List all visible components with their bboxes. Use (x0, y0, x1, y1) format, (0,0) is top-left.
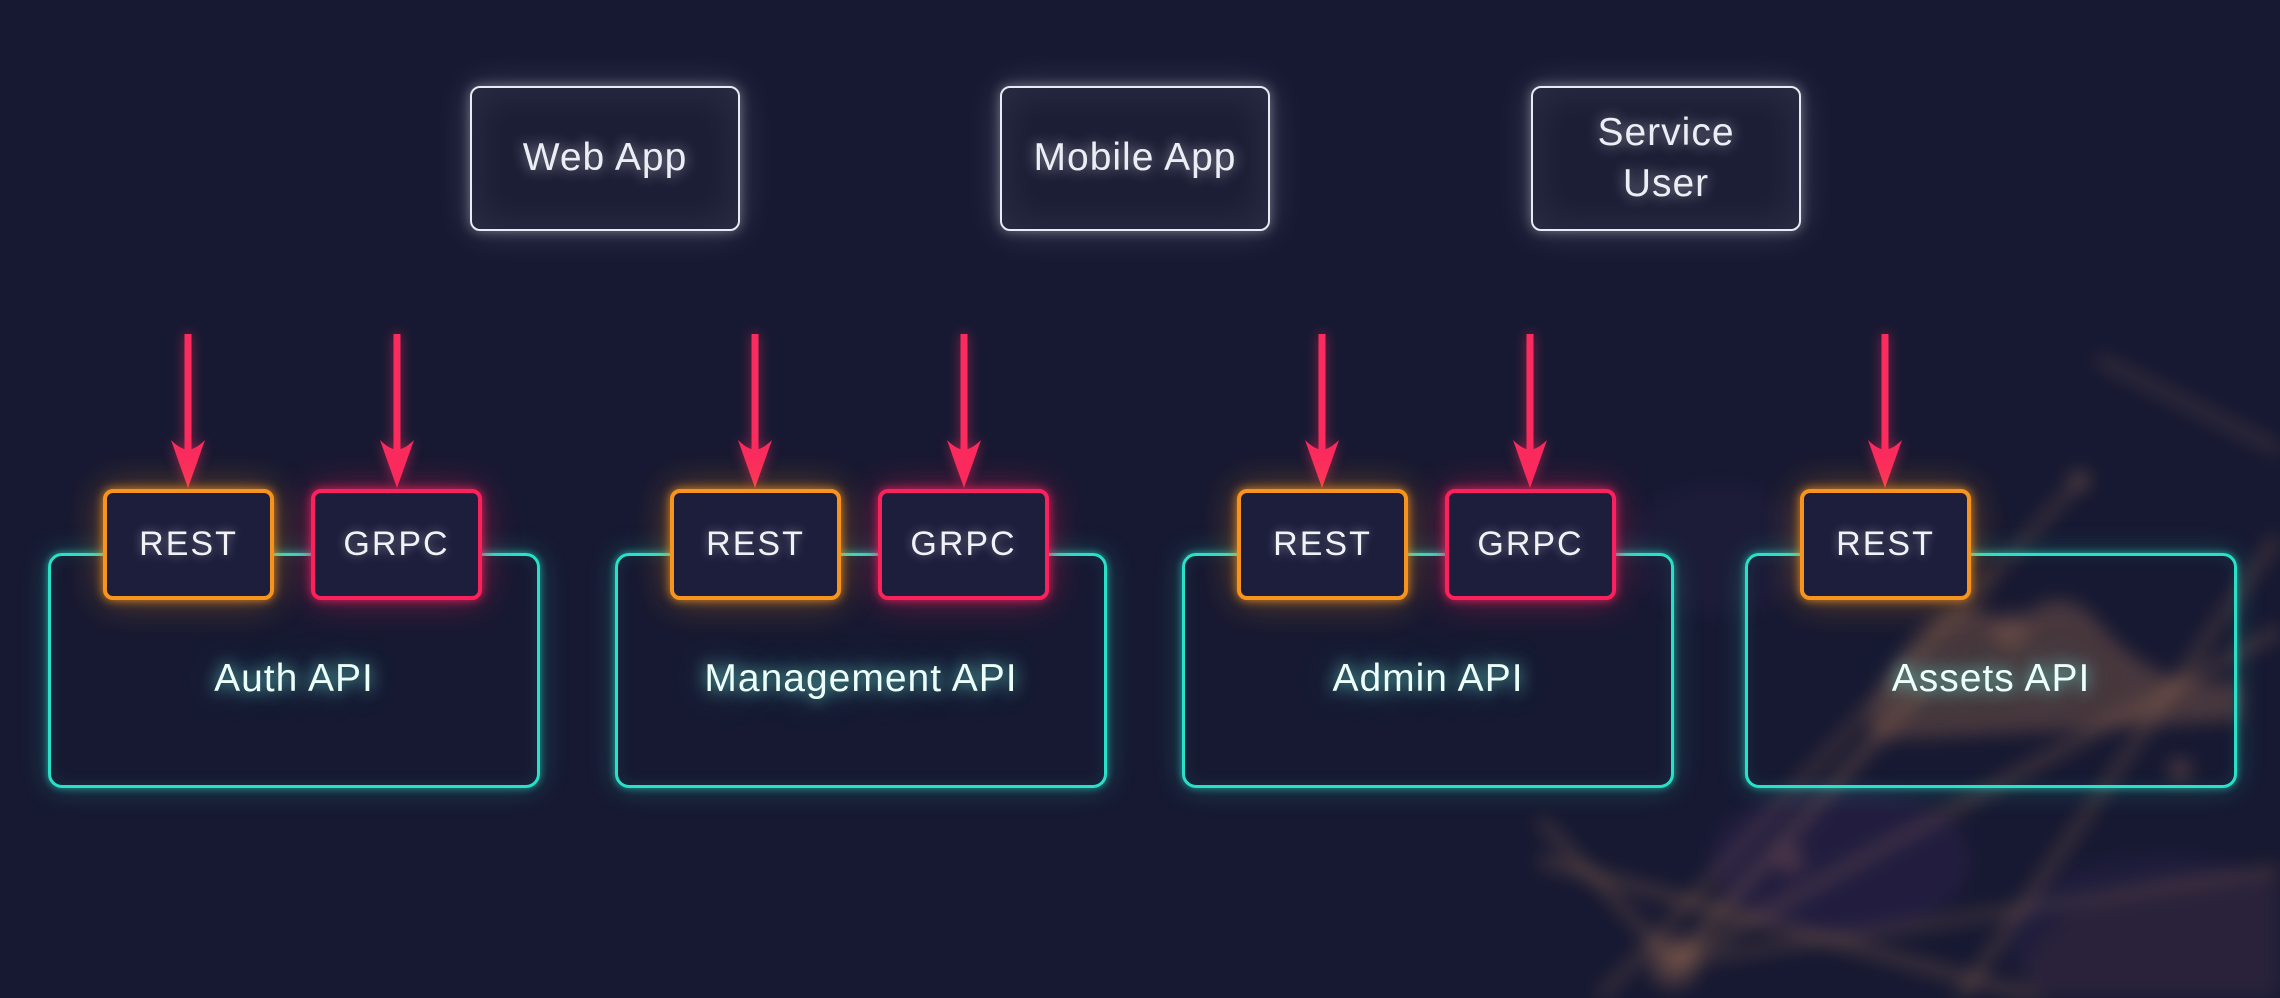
endpoint-grpc: GRPC (1445, 489, 1616, 600)
client-label: Web App (522, 136, 688, 180)
endpoint-label: REST (1836, 525, 1935, 563)
client-label: Service User (1597, 110, 1735, 205)
api-label: Admin API (1332, 656, 1524, 700)
endpoint-label: GRPC (1477, 525, 1584, 563)
endpoint-label: REST (1273, 525, 1372, 563)
api-group-auth: Auth API REST GRPC (48, 489, 540, 789)
arrow-down-icon (947, 334, 981, 488)
api-label: Management API (704, 656, 1018, 700)
api-box-auth: Auth API (48, 553, 540, 788)
api-box-assets: Assets API (1745, 553, 2237, 788)
client-box-mobile-app: Mobile App (1000, 86, 1270, 231)
api-box-management: Management API (615, 553, 1107, 788)
api-box-admin: Admin API (1182, 553, 1674, 788)
arrow-down-icon (1868, 334, 1902, 488)
arrow-down-icon (1513, 334, 1547, 488)
endpoint-grpc: GRPC (311, 489, 482, 600)
client-label: Mobile App (1033, 136, 1237, 180)
endpoint-grpc: GRPC (878, 489, 1049, 600)
api-group-admin: Admin API REST GRPC (1182, 489, 1674, 789)
api-group-management: Management API REST GRPC (615, 489, 1107, 789)
endpoint-label: GRPC (343, 525, 450, 563)
arrow-down-icon (738, 334, 772, 488)
arrow-down-icon (171, 334, 205, 488)
arrow-down-icon (380, 334, 414, 488)
client-box-service-user: Service User (1531, 86, 1801, 231)
endpoint-rest: REST (670, 489, 841, 600)
arrow-down-icon (1305, 334, 1339, 488)
endpoint-label: GRPC (910, 525, 1017, 563)
endpoint-rest: REST (1800, 489, 1971, 600)
endpoint-rest: REST (1237, 489, 1408, 600)
api-group-assets: Assets API REST (1745, 489, 2237, 789)
endpoint-label: REST (139, 525, 238, 563)
endpoint-label: REST (706, 525, 805, 563)
client-box-web-app: Web App (470, 86, 740, 231)
api-label: Auth API (214, 656, 374, 700)
endpoint-rest: REST (103, 489, 274, 600)
api-label: Assets API (1891, 656, 2091, 700)
